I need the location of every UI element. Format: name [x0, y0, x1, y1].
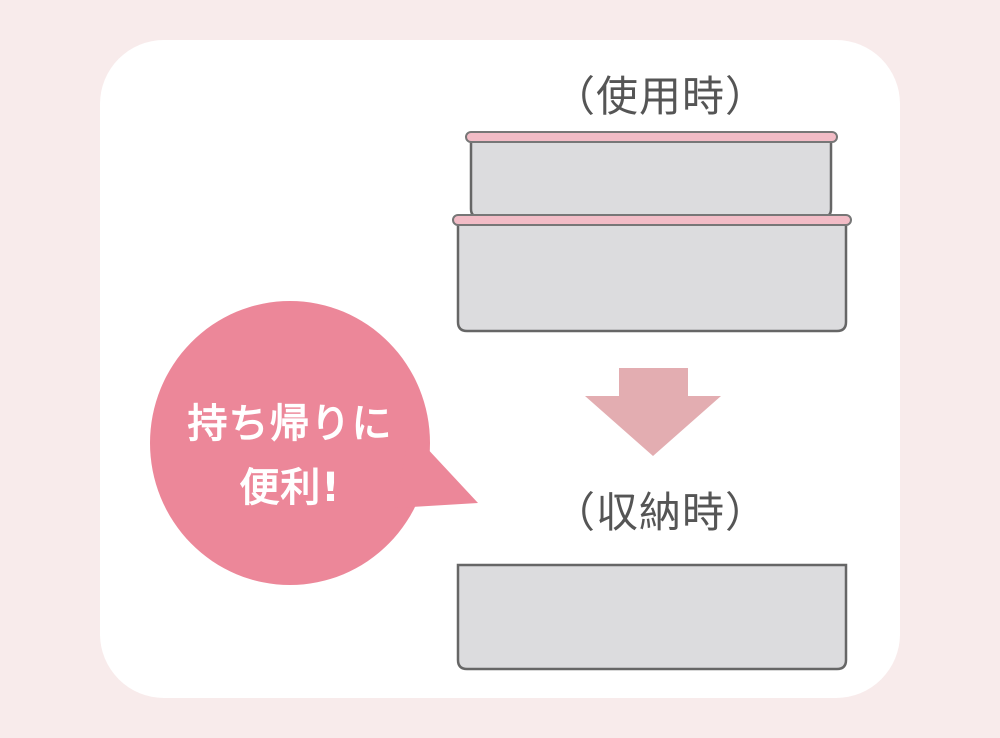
speech-bubble-body — [150, 301, 430, 585]
down-arrow-icon — [585, 368, 721, 456]
bubble-line-1: 持ち帰りに — [187, 401, 393, 447]
speech-bubble — [150, 301, 478, 585]
stored-container — [456, 563, 848, 671]
small-container-body — [469, 139, 833, 219]
bubble-line-2: 便利! — [239, 465, 341, 511]
large-container-body — [456, 222, 848, 333]
large-container — [452, 214, 852, 333]
speech-bubble-tail — [395, 430, 478, 508]
small-container — [465, 131, 838, 219]
large-container-lid — [452, 214, 852, 226]
speech-bubble-text: 持ち帰りに 便利! — [150, 392, 430, 520]
in-use-label: （使用時） — [553, 72, 769, 121]
small-container-lid — [465, 131, 838, 143]
stored-label: （収納時） — [553, 488, 769, 537]
